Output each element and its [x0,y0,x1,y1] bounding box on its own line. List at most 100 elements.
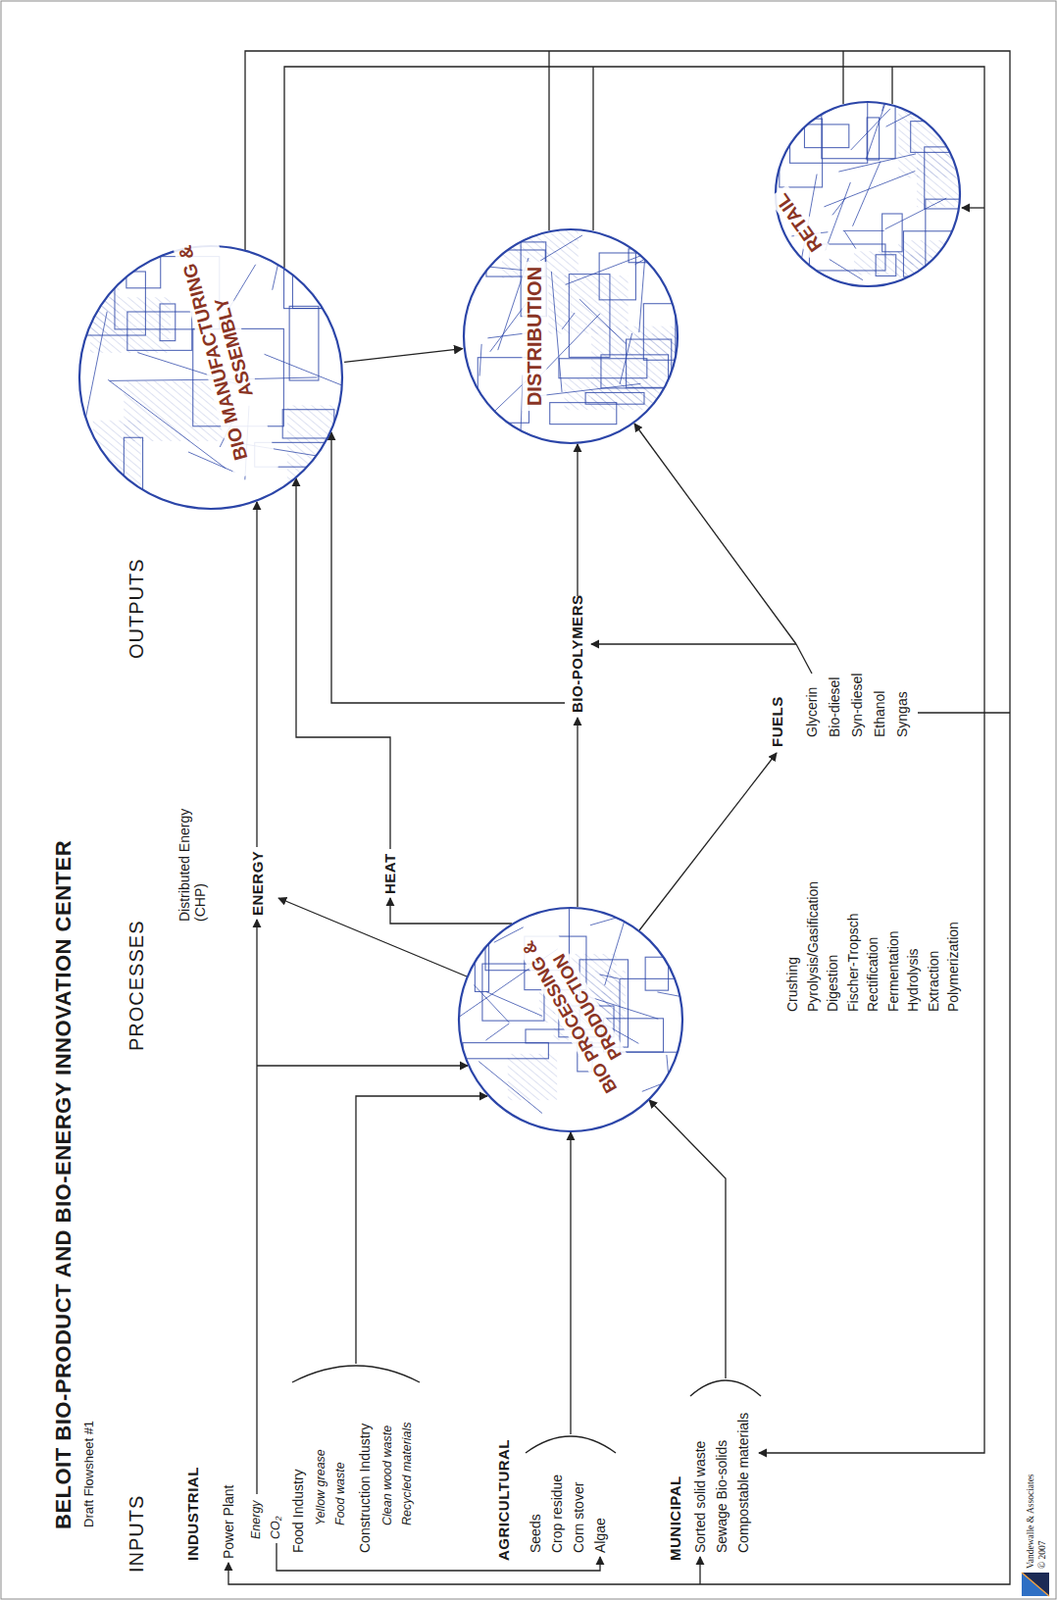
sketch-hatch [90,297,171,353]
output-label: BIO-POLYMERS [568,595,586,713]
input-item: Construction Industry [356,1423,373,1554]
column-header: OUTPUTS [125,557,149,659]
input-sub-item: Energy [249,1500,263,1540]
process-item: Pyrolysis/Gasification [805,881,821,1012]
sketch-stroke [960,136,1012,178]
input-item: Seeds [527,1513,544,1554]
process-item: Hydrolysis [905,948,921,1012]
sketch-stroke [643,303,675,361]
sketch-hatch [591,326,678,406]
sketch-hatch [898,102,957,178]
input-sub-item: Yellow grease [313,1449,328,1526]
sketch-circle: BIO PROCESSING & PRODUCTION [457,906,684,1133]
sketch-hatch [507,1054,557,1101]
sketch-stroke [462,1043,549,1059]
sketch-stroke [282,409,335,439]
flow-line [591,643,797,645]
sketch-circle: RETAIL [774,100,961,288]
input-item: Power Plant [220,1485,237,1560]
process-item: Digestion [824,955,841,1012]
fuel-item: Ethanol [871,691,888,738]
sketch-stroke [851,108,891,151]
sketch-stroke [838,153,916,172]
sketch-stroke [905,281,943,283]
flow-line [331,432,565,704]
flow-line [796,644,812,674]
sketch-stroke [829,258,863,280]
process-item: Fischer-Tropsch [845,912,861,1012]
process-item: Extraction [925,951,942,1012]
group-bracket [525,1436,616,1454]
sketch-stroke [561,312,575,330]
output-label: ENERGY [249,851,266,916]
circle-title: DISTRIBUTION [522,261,548,411]
logo-mark [1021,1572,1050,1597]
sketch-stroke [473,985,509,1024]
subtitle: Draft Flowsheet #1 [82,1420,98,1528]
section-header: AGRICULTURAL [495,1439,512,1561]
circle-illustration [462,228,679,445]
sketch-stroke [122,503,208,569]
credit-text: Vandewalle & Associates [1025,1473,1037,1569]
logo-mark [1021,1572,1050,1597]
circle-title: RETAIL [767,185,831,261]
sketch-stroke [264,353,370,397]
sketch-stroke [661,407,753,443]
sketch-stroke [865,76,895,160]
flow-line [296,478,391,850]
flow-line [284,66,985,1454]
sketch-stroke [474,931,489,993]
fuel-item: Syn-diesel [849,673,865,738]
input-item: Corn stover [570,1482,587,1554]
group-bracket [690,1380,761,1397]
sketch-stroke [843,230,885,232]
sketch-stroke [666,1055,673,1117]
logo-mark [1021,1572,1050,1597]
fuel-item: Glycerin [804,687,820,738]
sketch-stroke [565,252,649,285]
sketch-stroke [600,974,620,979]
sketch-circle: BIO MANUFACTURING & ASSEMBLY [78,245,344,510]
output-label: HEAT [381,853,399,895]
sketch-stroke [635,206,739,264]
flow-line [639,753,777,931]
sketch-stroke [886,83,970,127]
sketch-stroke [585,392,645,404]
group-bracket [292,1365,420,1383]
sketch-stroke [656,992,783,1016]
circle-illustration [774,100,961,288]
sketch-stroke [478,1061,543,1114]
sketch-stroke [639,208,650,333]
sketch-stroke [479,344,482,377]
flow-line [891,66,893,104]
sketch-stroke [551,271,562,393]
sketch-stroke [284,239,381,309]
input-item: Algae [592,1517,608,1554]
input-sub-item: CO₂ [268,1515,283,1540]
flow-arrow [344,349,463,363]
sketch-stroke [645,956,668,991]
flow-line [592,66,594,231]
output-label: FUELS [768,696,786,748]
input-sub-item: Recycled materials [400,1421,414,1526]
process-item: Polymerization [945,921,961,1012]
sketch-stroke [885,198,948,230]
fuel-item: Bio-diesel [826,677,843,738]
sketch-stroke [650,887,735,922]
flow-line [228,50,1010,1585]
flow-line [649,1100,726,1379]
flow-line [961,206,985,208]
output-note: Distributed Energy (CHP) [176,789,208,922]
flow-line [390,898,512,924]
diagram-title: BELOIT BIO-PRODUCT AND BIO-ENERGY INNOVA… [50,840,76,1530]
flow-line [548,50,550,231]
flow-line [278,898,467,977]
flow-line [255,502,257,848]
circle-outline [775,101,960,287]
sketch-stroke [486,992,543,1017]
sketch-stroke [268,227,288,253]
sketch-stroke [555,1131,638,1213]
flow-line [255,919,257,1495]
sketch-stroke [107,379,226,468]
